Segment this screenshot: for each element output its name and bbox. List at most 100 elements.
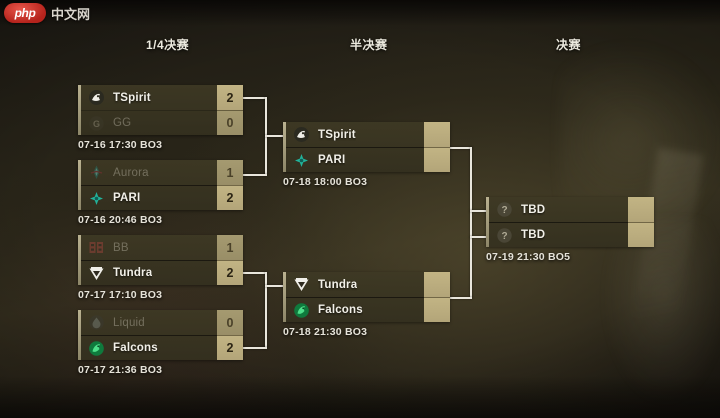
match-card-qf3[interactable]: BB Tundra 1 2 07-17 17:10 BO3 (78, 235, 243, 301)
team-name: PARI (113, 192, 141, 204)
match-time: 07-16 17:30 BO3 (78, 139, 163, 151)
table-row[interactable]: Tundra (286, 272, 424, 297)
match-body: BB Tundra 1 2 (78, 235, 243, 285)
match-team-rows: Liquid Falcons (81, 310, 217, 360)
match-body: TSpirit G GG 2 0 (78, 85, 243, 135)
aurora-logo (88, 164, 105, 181)
connector-into-sf2 (265, 285, 283, 287)
match-team-rows: TSpirit PARI (286, 122, 424, 172)
score-column: 1 2 (217, 160, 243, 210)
team-name: Aurora (113, 166, 149, 179)
match-time: 07-18 21:30 BO3 (283, 326, 368, 338)
team-score (424, 272, 450, 297)
connector-qf3-out (243, 272, 267, 274)
match-card-qf4[interactable]: Liquid Falcons 0 2 07-17 21:36 BO3 (78, 310, 243, 376)
team-name: Tundra (113, 267, 153, 279)
table-row[interactable]: ? TBD (489, 222, 628, 247)
table-row[interactable]: Falcons (81, 335, 217, 360)
connector-sf-vertical (470, 147, 472, 298)
table-row[interactable]: TSpirit (81, 85, 217, 110)
team-name: TSpirit (318, 128, 356, 141)
pari-logo (293, 152, 310, 169)
team-name: PARI (318, 154, 346, 166)
table-row[interactable]: Falcons (286, 297, 424, 322)
svg-text:G: G (93, 119, 100, 129)
liquid-logo (88, 314, 105, 331)
team-name: GG (113, 117, 132, 129)
falcons-logo (88, 340, 105, 357)
team-name: Liquid (113, 316, 145, 329)
tbd-logo: ? (496, 201, 513, 218)
connector-qf3-qf4-vertical (265, 272, 267, 348)
table-row[interactable]: ? TBD (489, 197, 628, 222)
top-fade (0, 0, 720, 26)
match-body: Liquid Falcons 0 2 (78, 310, 243, 360)
team-score (424, 297, 450, 322)
table-row[interactable]: G GG (81, 110, 217, 135)
match-body: TSpirit PARI (283, 122, 450, 172)
table-row[interactable]: TSpirit (286, 122, 424, 147)
table-row[interactable]: BB (81, 235, 217, 260)
match-time: 07-17 21:36 BO3 (78, 364, 163, 376)
score-column (424, 122, 450, 172)
score-column: 2 0 (217, 85, 243, 135)
tundra-logo (88, 265, 105, 282)
team-score: 2 (217, 85, 243, 110)
match-time: 07-19 21:30 BO5 (486, 251, 571, 263)
team-score: 2 (217, 185, 243, 210)
round-header-semifinal: 半决赛 (350, 38, 388, 52)
svg-text:?: ? (501, 231, 507, 242)
connector-qf4-out (243, 347, 267, 349)
score-column (424, 272, 450, 322)
match-card-qf1[interactable]: TSpirit G GG 2 0 07-16 17:30 BO3 (78, 85, 243, 151)
match-card-sf1[interactable]: TSpirit PARI 07-18 18:00 BO3 (283, 122, 450, 188)
team-score (424, 147, 450, 172)
team-name: Falcons (113, 342, 158, 354)
tspirit-logo (88, 89, 105, 106)
team-score: 0 (217, 110, 243, 135)
team-name: Tundra (318, 278, 358, 291)
tundra-logo (293, 276, 310, 293)
bottom-fade (0, 376, 720, 418)
svg-text:?: ? (501, 205, 507, 216)
watermark-site-name: 中文网 (51, 6, 91, 22)
score-column (628, 197, 654, 247)
bb-logo (88, 239, 105, 256)
connector-qf2-out (243, 174, 267, 176)
score-column: 0 2 (217, 310, 243, 360)
connector-qf1-out (243, 97, 267, 99)
round-header-final: 决赛 (556, 38, 582, 52)
team-score: 0 (217, 310, 243, 335)
table-row[interactable]: Aurora (81, 160, 217, 185)
tbd-logo: ? (496, 227, 513, 244)
match-team-rows: Tundra Falcons (286, 272, 424, 322)
match-card-sf2[interactable]: Tundra Falcons 07-18 21:30 BO3 (283, 272, 450, 338)
falcons-logo (293, 302, 310, 319)
connector-into-sf1 (265, 135, 283, 137)
match-team-rows: Aurora PARI (81, 160, 217, 210)
team-name: Falcons (318, 304, 363, 316)
team-score (424, 122, 450, 147)
table-row[interactable]: PARI (81, 185, 217, 210)
watermark: php 中文网 (4, 3, 90, 23)
match-team-rows: BB Tundra (81, 235, 217, 285)
team-name: TBD (521, 229, 546, 241)
team-score: 1 (217, 235, 243, 260)
team-name: TSpirit (113, 91, 151, 104)
tspirit-logo (293, 126, 310, 143)
team-score: 2 (217, 335, 243, 360)
match-card-qf2[interactable]: Aurora PARI 1 2 07-16 20:46 BO3 (78, 160, 243, 226)
match-body: Tundra Falcons (283, 272, 450, 322)
team-name: BB (113, 241, 129, 254)
table-row[interactable]: Tundra (81, 260, 217, 285)
connector-into-final-bottom (470, 236, 486, 238)
match-team-rows: ? TBD ? TBD (489, 197, 628, 247)
match-card-final[interactable]: ? TBD ? TBD 07-19 21:30 BO5 (486, 197, 654, 263)
table-row[interactable]: PARI (286, 147, 424, 172)
team-score (628, 197, 654, 222)
round-header-quarterfinal: 1/4决赛 (146, 38, 190, 52)
match-time: 07-17 17:10 BO3 (78, 289, 163, 301)
pari-logo (88, 190, 105, 207)
team-score (628, 222, 654, 247)
table-row[interactable]: Liquid (81, 310, 217, 335)
